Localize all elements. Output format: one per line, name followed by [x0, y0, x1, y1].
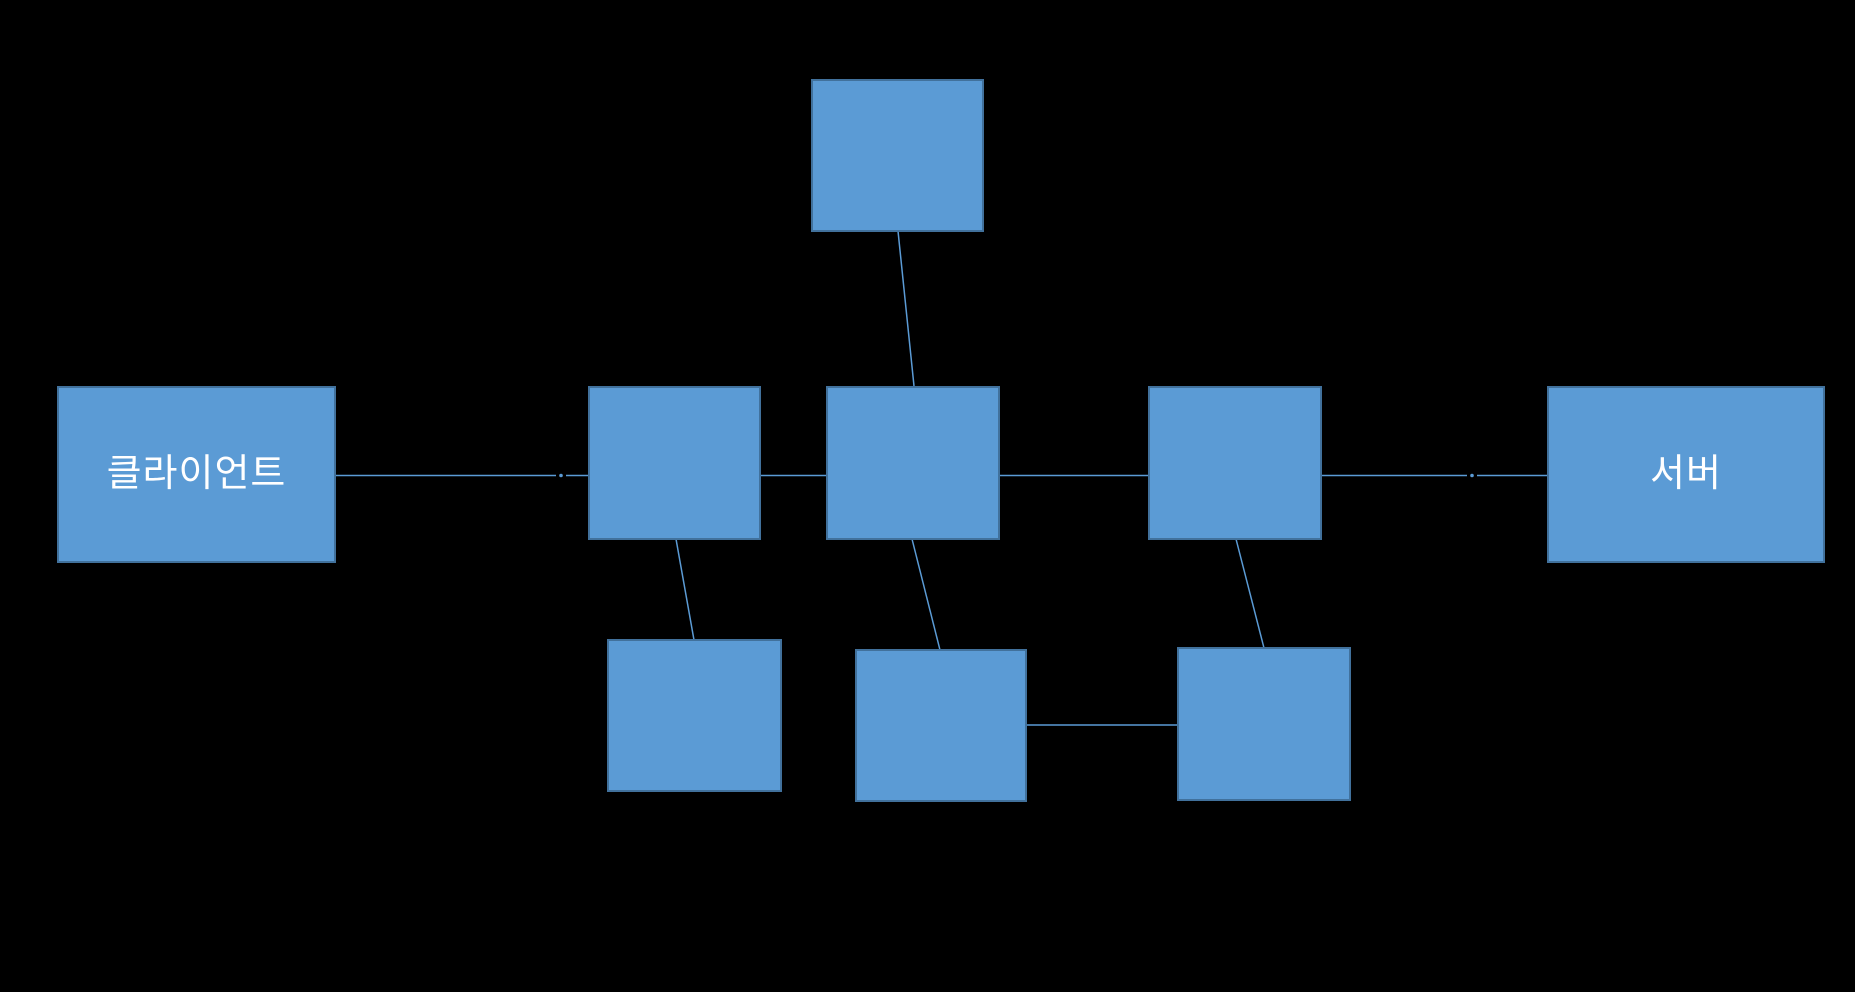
node-server: 서버: [1547, 386, 1825, 563]
node-middle-node-1: [588, 386, 761, 540]
node-top-node: [811, 79, 984, 232]
connector-dot-1: [559, 473, 563, 478]
node-server-label: 서버: [1650, 452, 1722, 495]
node-client-label: 클라이언트: [106, 452, 287, 495]
node-client: 클라이언트: [57, 386, 336, 563]
connector-middle-node-1-to-bottom-node-1: [675, 538, 695, 641]
connector-middle-node-2-to-bottom-node-2: [911, 538, 941, 651]
connector-middle-node-3-to-bottom-node-3: [1235, 538, 1265, 649]
node-bottom-node-3: [1177, 647, 1351, 801]
connector-top-node-to-middle-node-2: [897, 230, 915, 387]
node-middle-node-3: [1148, 386, 1322, 540]
node-middle-node-2: [826, 386, 1000, 540]
connector-dot-2: [1470, 473, 1474, 478]
node-bottom-node-2: [855, 649, 1027, 802]
node-bottom-node-1: [607, 639, 782, 792]
